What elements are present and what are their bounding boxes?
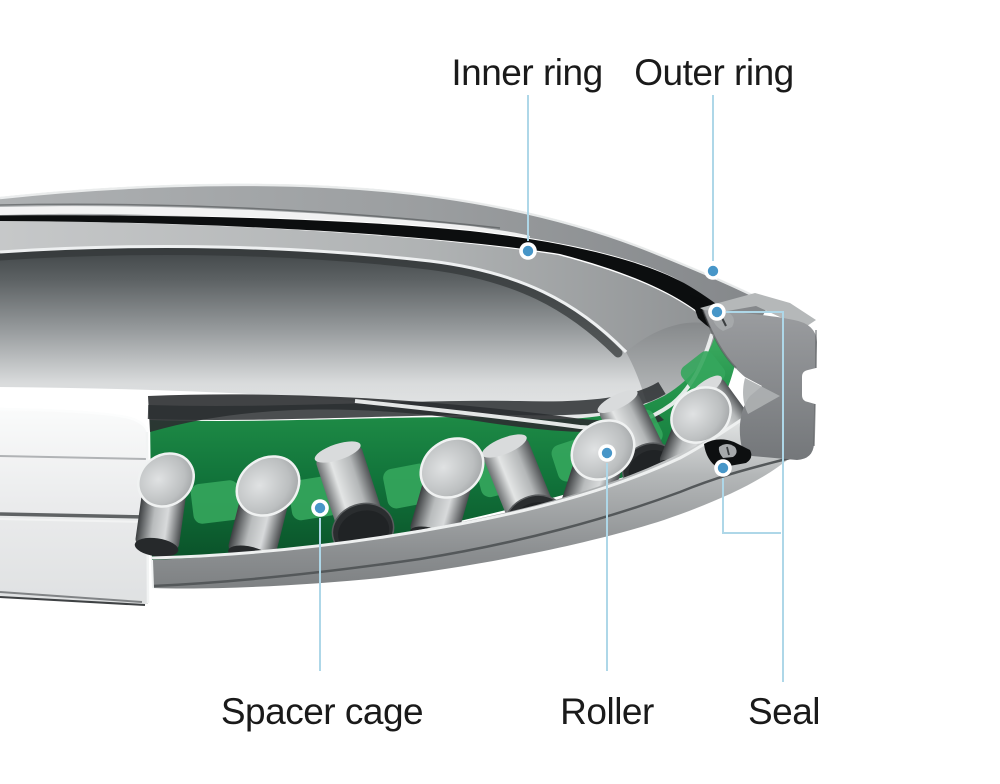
bore-surface	[0, 245, 674, 429]
inner-ring-dot	[519, 242, 537, 260]
spacer-cage-label: Spacer cage	[221, 691, 423, 732]
spacer-cage-dot	[311, 499, 329, 517]
leader-lines	[319, 95, 784, 682]
seal-label: Seal	[748, 691, 820, 732]
seal-bottom-dot	[714, 459, 732, 477]
outer-ring-dot	[704, 262, 722, 280]
roller	[134, 452, 195, 557]
seal-leader-bottom	[722, 478, 781, 534]
roller-dot	[598, 444, 616, 462]
seal-bottom	[704, 439, 752, 468]
inner-ring-surface	[0, 221, 726, 392]
seal-leader-top	[726, 311, 784, 682]
roller-label: Roller	[560, 691, 654, 732]
inner-ring-label: Inner ring	[451, 52, 602, 93]
outer-ring-cross-section	[700, 293, 817, 460]
callout-dots	[311, 242, 732, 517]
outer-ring-label: Outer ring	[634, 52, 794, 93]
inner-ring-section	[0, 407, 150, 606]
outer-ring-surface	[0, 183, 768, 336]
ring-bottom-flange	[151, 414, 792, 589]
roller	[228, 455, 301, 567]
ring-gap	[0, 215, 755, 345]
seal-top-dot	[708, 303, 726, 321]
